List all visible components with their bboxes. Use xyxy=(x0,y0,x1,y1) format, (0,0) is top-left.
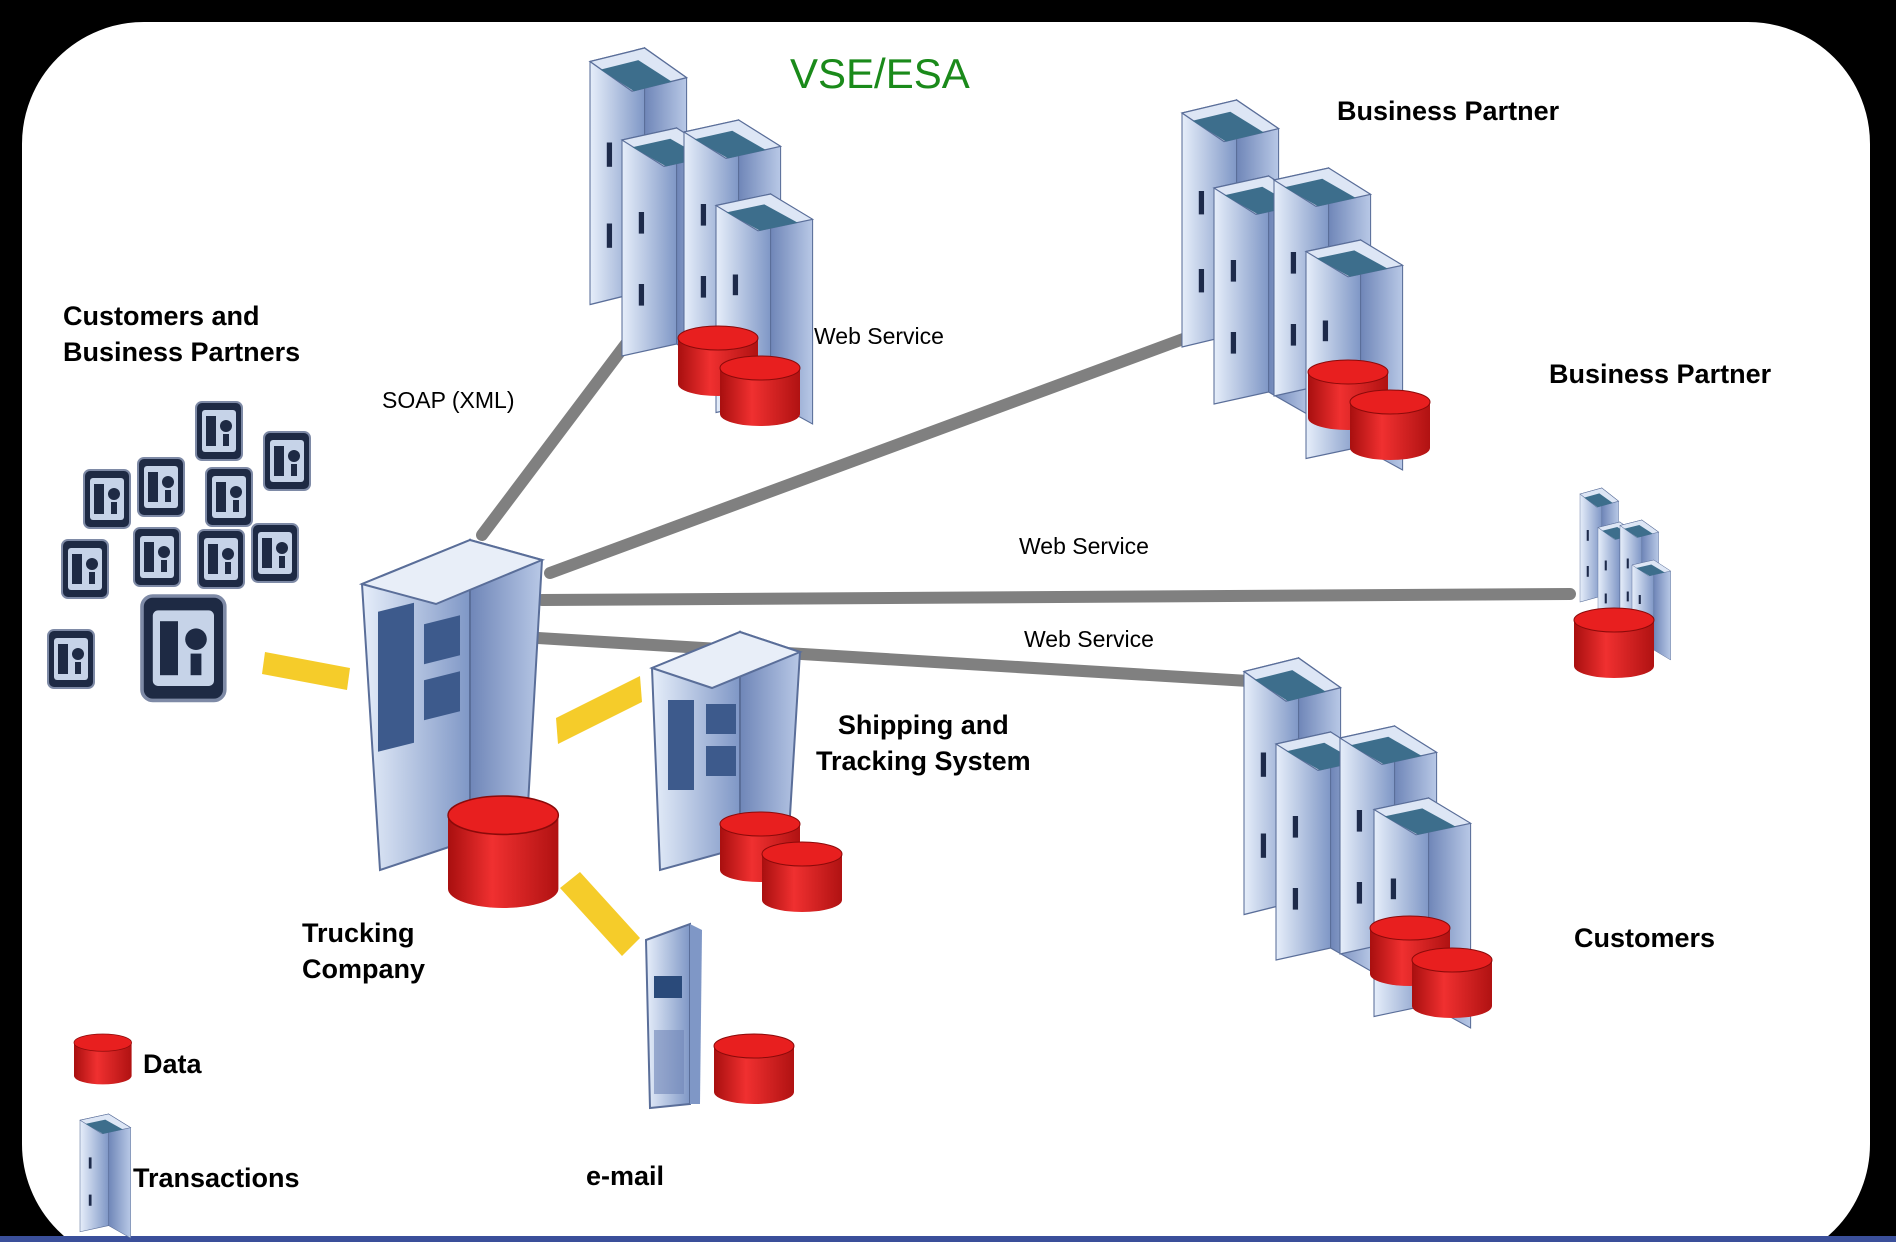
label-business-partner-2: Business Partner xyxy=(1549,359,1772,389)
legend xyxy=(73,1033,132,1239)
label-email: e-mail xyxy=(586,1161,665,1191)
label-customers-partners-line2: Business Partners xyxy=(63,337,301,367)
trucking-server xyxy=(358,538,560,909)
legend-data-icon xyxy=(73,1033,132,1085)
legend-transactions-icon xyxy=(79,1113,131,1239)
label-soap: SOAP (XML) xyxy=(382,387,515,413)
local-links xyxy=(262,652,642,956)
label-web-service-customers: Web Service xyxy=(1024,626,1154,652)
label-shipping-line1: Shipping and xyxy=(837,710,1009,740)
legend-data-label: Data xyxy=(143,1049,202,1079)
label-shipping-line2: Tracking System xyxy=(816,746,1031,776)
label-trucking: Trucking Company xyxy=(302,915,425,987)
email-server xyxy=(644,922,795,1110)
link-trucking-email xyxy=(560,872,640,956)
label-web-service-vse: Web Service xyxy=(814,323,944,349)
shipping-db-2 xyxy=(761,841,843,913)
trucking-db xyxy=(447,795,560,909)
link-partner2 xyxy=(536,588,1576,606)
legend-transactions-label: Transactions xyxy=(133,1163,300,1193)
label-trucking-line1: Trucking xyxy=(302,918,415,948)
label-shipping: Shipping and Tracking System xyxy=(816,707,1031,779)
vse-db-2 xyxy=(719,355,801,427)
diagram-title: VSE/ESA xyxy=(790,50,970,97)
label-web-service-partner2: Web Service xyxy=(1019,533,1149,559)
label-customers: Customers xyxy=(1574,923,1716,953)
shipping-server xyxy=(649,630,843,913)
partner2-db xyxy=(1573,607,1655,679)
label-customers-partners: Customers and Business Partners xyxy=(63,298,300,370)
customers-db-2 xyxy=(1411,947,1493,1019)
label-business-partner-1: Business Partner xyxy=(1337,96,1560,126)
label-trucking-line2: Company xyxy=(302,954,426,984)
footer-bar xyxy=(0,1236,1896,1242)
label-customers-partners-line1: Customers and xyxy=(63,301,260,331)
web-service-links xyxy=(476,306,1576,688)
link-trucking-shipping xyxy=(556,676,642,744)
link-customers-trucking xyxy=(262,652,350,690)
link-customers xyxy=(532,632,1271,688)
partner1-db-2 xyxy=(1349,389,1431,461)
email-db xyxy=(713,1033,795,1105)
link-partner1 xyxy=(544,312,1246,579)
